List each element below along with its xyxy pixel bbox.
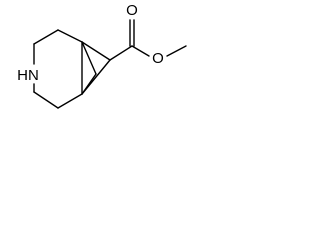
bond-c5-c6 (57, 93, 83, 109)
bond-c7-carbonyl (109, 45, 133, 61)
atom-label-nh: HN (17, 67, 39, 84)
bond-carbonyl-o-single (131, 45, 150, 57)
bond-c1-c2 (57, 29, 83, 43)
chemical-structure: HN O O (17, 2, 187, 109)
bond-o-methyl (166, 45, 187, 57)
bond-c1-c7 (81, 41, 111, 61)
bond-c1-bridge (81, 41, 97, 75)
bond-bridge-c6 (81, 73, 97, 95)
bond-c2-c3 (33, 29, 59, 45)
bond-c4-c5 (33, 91, 59, 109)
atom-label-carbonyl-oxygen: O (126, 2, 138, 19)
atom-label-ester-oxygen: O (152, 50, 164, 67)
